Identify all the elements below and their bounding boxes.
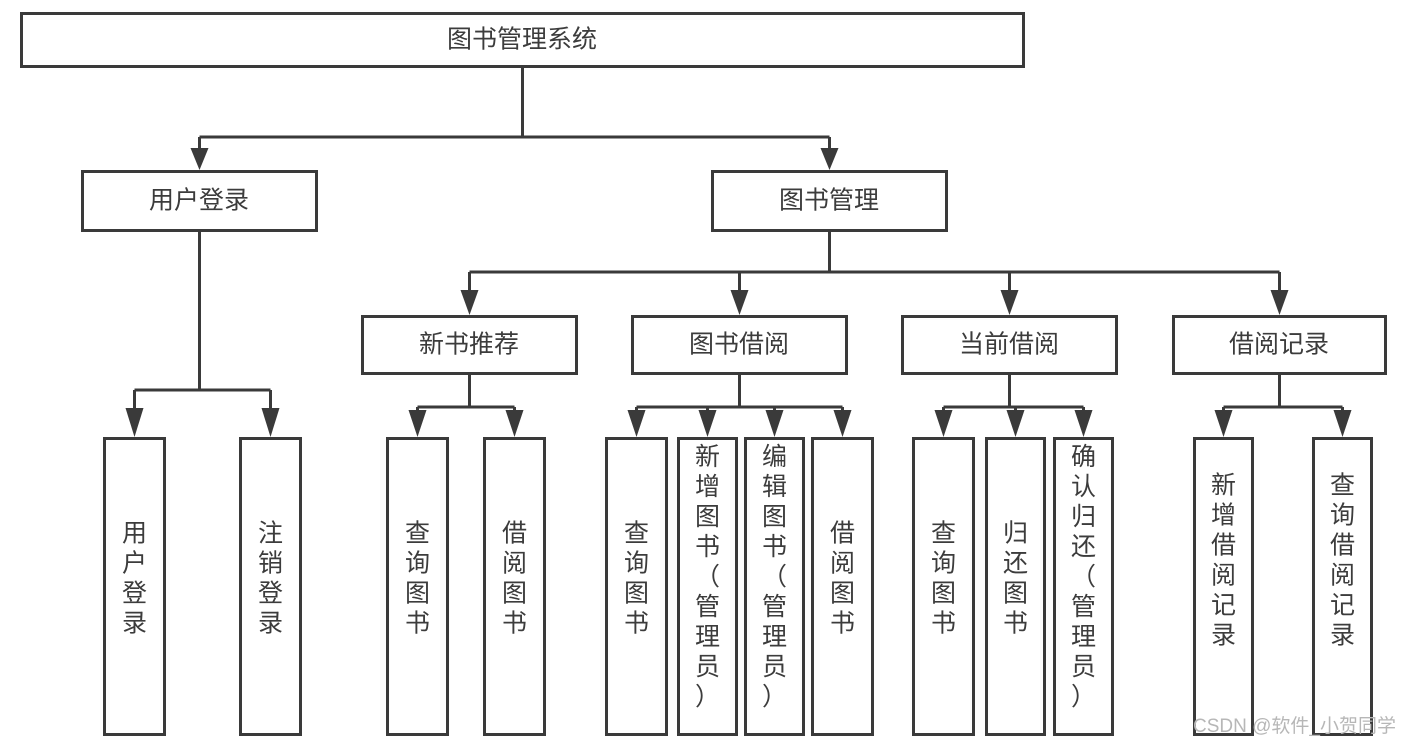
arrowhead-leaf-query-borrow-record [1333, 410, 1352, 437]
leaf-node[interactable]: 新增借阅记录 [1193, 437, 1254, 736]
node-book-management-label: 图书管理 [779, 187, 879, 215]
leaf-node-box[interactable] [605, 437, 668, 736]
arrowhead-borrow-record [1270, 290, 1289, 315]
connectors-book-management [460, 232, 1289, 315]
arrowhead-user-login [190, 148, 209, 170]
node-user-login-label: 用户登录 [149, 187, 249, 215]
arrowhead-leaf-borrow-book-new [505, 410, 524, 437]
connectors-book-borrow [627, 375, 852, 437]
node-new-book-recommend[interactable]: 新书推荐 [361, 315, 578, 375]
arrowhead-leaf-logout [261, 408, 280, 437]
leaf-node[interactable]: 归还图书 [985, 437, 1046, 736]
node-user-login-box[interactable] [81, 170, 318, 232]
leaf-node-label: 查询图书 [931, 520, 956, 638]
leaf-node-label: 确认归还（管理员） [1071, 443, 1096, 711]
leaf-node-label: 新增图书（管理员） [695, 443, 720, 711]
node-user-login[interactable]: 用户登录 [81, 170, 318, 232]
arrowhead-leaf-borrow-book [833, 410, 852, 437]
node-borrow-record[interactable]: 借阅记录 [1172, 315, 1387, 375]
leaf-node-box[interactable] [677, 437, 738, 736]
leaf-node-box[interactable] [1312, 437, 1373, 736]
leaf-node-label: 借阅图书 [830, 520, 855, 638]
connectors-borrow-record [1214, 375, 1352, 437]
connectors-new-book-recommend [408, 375, 524, 437]
arrowhead-leaf-edit-book-admin [765, 410, 784, 437]
leaf-node-label: 借阅图书 [502, 520, 527, 638]
node-current-borrow-box[interactable] [901, 315, 1118, 375]
leaf-nodes-layer: 用户登录 注销登录 查询图书 借阅图书 查询图书 新增图书（管理员） 编辑图书（管理员） 借阅… [103, 437, 1373, 736]
leaf-node-box[interactable] [912, 437, 975, 736]
arrowhead-leaf-query-book-new [408, 410, 427, 437]
arrowhead-leaf-return-book [1006, 410, 1025, 437]
leaf-node[interactable]: 查询图书 [386, 437, 449, 736]
node-book-management[interactable]: 图书管理 [711, 170, 948, 232]
leaf-node[interactable]: 注销登录 [239, 437, 302, 736]
leaf-node-box[interactable] [483, 437, 546, 736]
node-book-borrow[interactable]: 图书借阅 [631, 315, 848, 375]
leaf-node-label: 新增借阅记录 [1211, 472, 1236, 650]
leaf-node-box[interactable] [1053, 437, 1114, 736]
node-current-borrow-label: 当前借阅 [959, 331, 1059, 359]
leaf-node-label: 编辑图书（管理员） [762, 443, 787, 711]
arrowhead-leaf-confirm-return-admin [1074, 410, 1093, 437]
node-new-book-recommend-box[interactable] [361, 315, 578, 375]
leaf-node[interactable]: 借阅图书 [483, 437, 546, 736]
leaf-node[interactable]: 借阅图书 [811, 437, 874, 736]
leaf-node-box[interactable] [103, 437, 166, 736]
node-book-management-box[interactable] [711, 170, 948, 232]
arrowhead-leaf-add-borrow-record [1214, 410, 1233, 437]
node-borrow-record-label: 借阅记录 [1229, 331, 1329, 359]
arrowhead-current-borrow [1000, 290, 1019, 315]
leaf-node-label: 查询图书 [624, 520, 649, 638]
arrowhead-new-book-recommend [460, 290, 479, 315]
leaf-node-label: 归还图书 [1003, 520, 1028, 638]
leaf-node-label: 查询借阅记录 [1330, 472, 1355, 650]
watermark-text: CSDN @软件_小贺同学 [1193, 715, 1396, 737]
arrowhead-leaf-query-book-current [934, 410, 953, 437]
leaf-node-box[interactable] [811, 437, 874, 736]
leaf-node-box[interactable] [386, 437, 449, 736]
leaf-node[interactable]: 编辑图书（管理员） [744, 437, 805, 736]
leaf-node[interactable]: 查询图书 [912, 437, 975, 736]
leaf-node-box[interactable] [744, 437, 805, 736]
leaf-node[interactable]: 新增图书（管理员） [677, 437, 738, 736]
node-borrow-record-box[interactable] [1172, 315, 1387, 375]
leaf-node-label: 用户登录 [122, 520, 147, 638]
node-root-box[interactable] [20, 12, 1025, 68]
leaf-node-box[interactable] [1193, 437, 1254, 736]
connectors-current-borrow [934, 375, 1093, 437]
leaf-node-label: 查询图书 [405, 520, 430, 638]
leaf-node[interactable]: 用户登录 [103, 437, 166, 736]
connectors-root [190, 68, 839, 170]
leaf-node[interactable]: 确认归还（管理员） [1053, 437, 1114, 736]
node-root-label: 图书管理系统 [447, 26, 597, 54]
leaf-node-box[interactable] [985, 437, 1046, 736]
leaf-node-box[interactable] [239, 437, 302, 736]
leaf-node[interactable]: 查询图书 [605, 437, 668, 736]
arrowhead-leaf-user-login [125, 408, 144, 437]
node-new-book-recommend-label: 新书推荐 [419, 331, 519, 359]
arrowhead-book-management [820, 148, 839, 170]
leaf-node[interactable]: 查询借阅记录 [1312, 437, 1373, 736]
arrowhead-leaf-query-book-borrow [627, 410, 646, 437]
arrowhead-book-borrow [730, 290, 749, 315]
node-book-borrow-box[interactable] [631, 315, 848, 375]
node-root[interactable]: 图书管理系统 [20, 12, 1025, 68]
node-book-borrow-label: 图书借阅 [689, 331, 789, 359]
arrowhead-leaf-add-book-admin [698, 410, 717, 437]
leaf-node-label: 注销登录 [258, 520, 283, 638]
connectors-user-login [125, 232, 280, 437]
node-current-borrow[interactable]: 当前借阅 [901, 315, 1118, 375]
